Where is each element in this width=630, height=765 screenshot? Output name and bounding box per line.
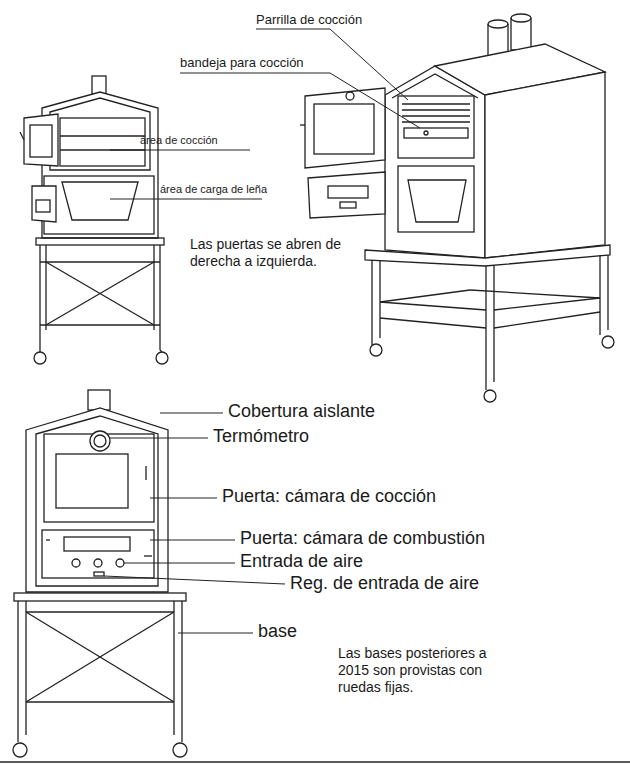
part-label: Puerta: cámara de cocción <box>222 486 436 508</box>
part-label: Entrada de aire <box>240 551 363 573</box>
part-label: Cobertura aislante <box>228 401 375 423</box>
part-label: base <box>258 621 297 643</box>
part-label: Reg. de entrada de aire <box>290 573 479 595</box>
note-text: Las puertas se abren de derecha a izquie… <box>190 236 350 270</box>
area-label: área de cocción <box>140 134 218 147</box>
perspective-oven <box>300 14 614 402</box>
part-label: Termómetro <box>213 426 309 448</box>
part-label: bandeja para cocción <box>180 55 304 71</box>
note-text: Las bases posteriores a 2015 son provist… <box>338 645 498 695</box>
part-label: Parrilla de cocción <box>256 12 362 28</box>
small-oven <box>20 76 168 364</box>
part-label: Puerta: cámara de combustión <box>240 528 485 550</box>
large-oven <box>0 390 630 762</box>
area-label: área de carga de leña <box>160 183 267 196</box>
